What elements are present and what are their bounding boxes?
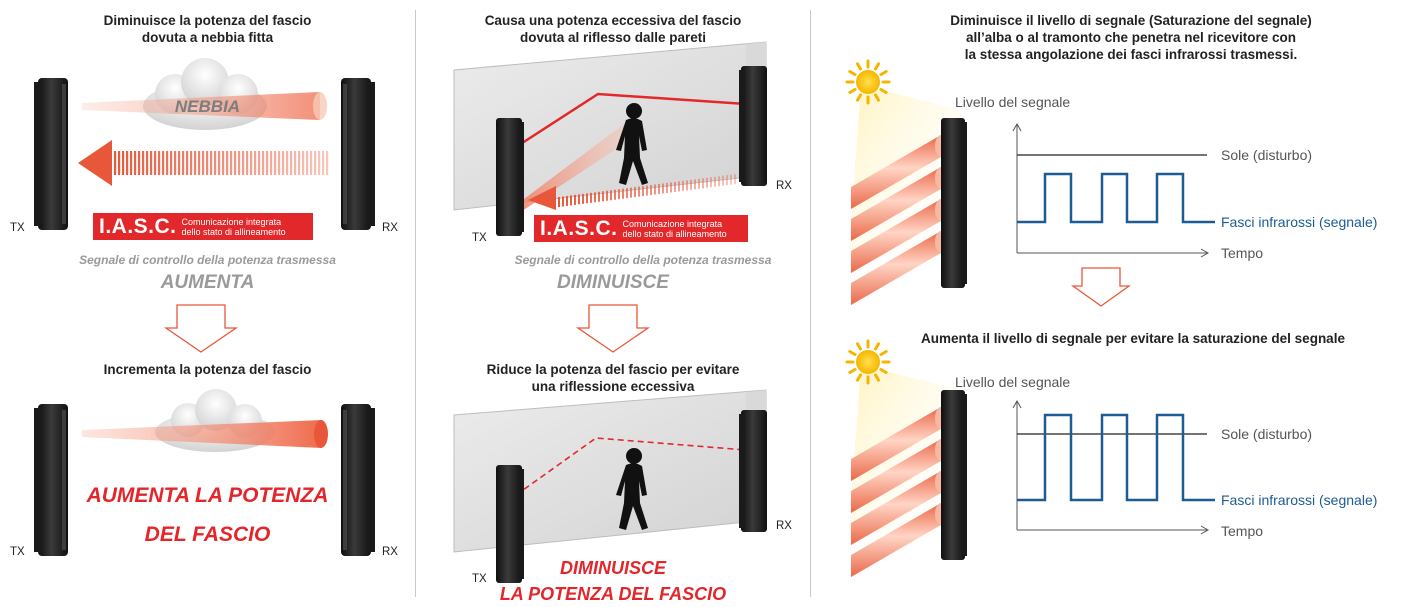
reflected-beam (515, 92, 747, 149)
signal-graph-top (1012, 122, 1215, 258)
rx-label-bottom: RX (382, 546, 398, 558)
reflection-title-bottom: Riduce la potenza del fascio per evitare… (486, 362, 740, 394)
reflection-result-line1: DIMINUISCE (559, 558, 666, 578)
rx-label: RX (776, 180, 792, 192)
fog-result-line1: AUMENTA LA POTENZA (86, 484, 329, 507)
tx-post-icon (34, 78, 68, 230)
tx-post-icon (496, 118, 524, 236)
tx-label-bottom: TX (10, 546, 25, 558)
divider (810, 10, 811, 597)
tx-post-icon-bottom (34, 404, 68, 556)
tx-label: TX (472, 232, 487, 244)
control-state-text: DIMINUISCE (557, 272, 669, 293)
infrared-beams-icon (851, 135, 947, 305)
divider (415, 10, 416, 597)
person-icon (616, 103, 648, 185)
weak-beam (82, 92, 320, 120)
panel-reflection: Causa una potenza eccessiva del fascio d… (416, 0, 810, 607)
fog-illustration (34, 58, 375, 556)
control-state-text: AUMENTA (160, 272, 255, 293)
tx-label: TX (10, 222, 25, 234)
sun-icon (845, 59, 891, 105)
receiver-post-icon-bottom (941, 390, 967, 560)
fog-label: NEBBIA (174, 97, 241, 116)
iasc-subtitle: Comunicazione integrata dello stato di a… (622, 218, 727, 239)
iasc-badge: I.A.S.C. Comunicazione integrata dello s… (534, 215, 748, 242)
control-signal-text: Segnale di controllo della potenza trasm… (79, 253, 336, 267)
graph-bottom-signal-label: Fasci infrarossi (segnale) (1221, 492, 1378, 508)
graph-top-signal-label: Fasci infrarossi (segnale) (1221, 214, 1378, 230)
fog-result-line2: DEL FASCIO (144, 523, 271, 546)
strong-beam (82, 420, 322, 448)
infrared-beams-icon-bottom (851, 407, 947, 577)
signal-graph-bottom (1012, 399, 1215, 535)
panel-sun: Diminuisce il livello di segnale (Satura… (811, 0, 1415, 607)
control-signal-text: Segnale di controllo della potenza trasm… (514, 253, 772, 267)
tx-label-bottom: TX (472, 573, 487, 585)
sun-title-top: Diminuisce il livello di segnale (Satura… (950, 13, 1312, 62)
graph-bottom-x-label: Tempo (1221, 523, 1264, 539)
iasc-title: I.A.S.C. (540, 216, 618, 240)
fog-title-top: Diminuisce la potenza del fascio dovuta … (103, 13, 312, 45)
sun-illustration (845, 59, 1215, 577)
person-icon-bottom (616, 448, 648, 530)
receiver-post-icon (941, 118, 967, 288)
rx-post-icon-bottom (739, 410, 767, 532)
down-arrow-icon (1070, 267, 1132, 307)
iasc-subtitle: Comunicazione integrata dello stato di a… (181, 216, 286, 237)
tx-post-icon-bottom (496, 465, 524, 583)
iasc-badge: I.A.S.C. Comunicazione integrata dello s… (93, 213, 313, 240)
rx-post-icon (739, 66, 767, 186)
reduced-reflected-beam (515, 437, 747, 496)
rx-label-bottom: RX (776, 520, 792, 532)
rx-post-icon-bottom (341, 404, 375, 556)
graph-bottom-y-label: Livello del segnale (955, 374, 1071, 390)
rx-post-icon (341, 78, 375, 230)
graph-bottom-noise-label: Sole (disturbo) (1221, 426, 1313, 442)
graph-top-x-label: Tempo (1221, 245, 1264, 261)
reflection-illustration (453, 41, 767, 583)
graph-top-noise-label: Sole (disturbo) (1221, 147, 1313, 163)
panel-fog: Diminuisce la potenza del fascio dovuta … (0, 0, 415, 607)
sun-icon-bottom (845, 339, 891, 385)
iasc-title: I.A.S.C. (99, 214, 177, 238)
rx-label: RX (382, 222, 398, 234)
graph-top-y-label: Livello del segnale (955, 94, 1071, 110)
fog-title-bottom: Incrementa la potenza del fascio (103, 362, 312, 377)
control-signal-arrow (78, 140, 329, 186)
reflection-title-top: Causa una potenza eccessiva del fascio d… (484, 13, 742, 45)
sun-title-bottom: Aumenta il livello di segnale per evitar… (921, 331, 1345, 346)
reflection-result-line2: LA POTENZA DEL FASCIO (499, 584, 727, 604)
control-signal-arrow (528, 174, 736, 210)
down-arrow-icon (575, 304, 651, 353)
down-arrow-icon (163, 304, 239, 353)
fog-cloud-icon (143, 58, 267, 130)
